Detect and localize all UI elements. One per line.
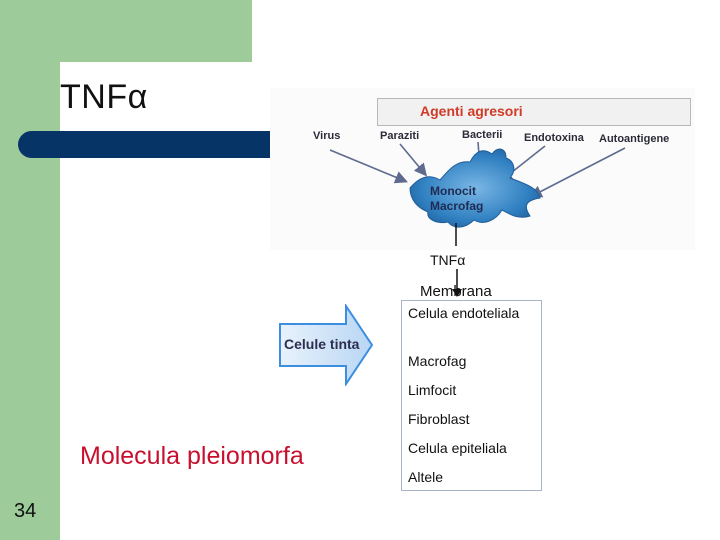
aggressor-virus: Virus: [313, 130, 341, 142]
membrane-label: Membrana: [420, 283, 492, 300]
arrow-paraziti: [399, 143, 428, 177]
cell-label-monocit: Monocit: [430, 184, 476, 198]
aggressors-title-box: [377, 98, 691, 126]
target-cell-item: Celula endoteliala: [408, 305, 520, 321]
aggressors-title: Agenti agresori: [420, 103, 523, 119]
monocyte-diagram: [329, 141, 626, 246]
target-cells-arrow-icon: [279, 304, 374, 386]
aggressor-autoantigene: Autoantigene: [599, 133, 670, 145]
cell-label-macrofag: Macrofag: [430, 199, 484, 213]
target-cell-item: Fibroblast: [408, 411, 470, 427]
arrow-virus: [329, 149, 408, 184]
slide-title: TNFα: [60, 78, 148, 116]
navy-title-bar: [18, 131, 278, 158]
target-cell-item: Limfocit: [408, 382, 457, 398]
target-cell-item: Celula epiteliala: [408, 440, 507, 456]
aggressor-endotoxina: Endotoxina: [524, 132, 584, 144]
green-header-block: [0, 0, 252, 62]
slide-number: 34: [14, 500, 37, 522]
arrow-autoantigene: [529, 147, 626, 198]
target-cells-list-box: [401, 300, 542, 491]
target-cell-item: Macrofag: [408, 353, 467, 369]
aggressor-bacterii: Bacterii: [462, 129, 503, 141]
target-cell-item: Altele: [408, 469, 444, 485]
monocyte-cell-shape: [409, 148, 541, 228]
target-cells-label: Celule tinta: [284, 336, 360, 352]
pleiomorph-molecule-label: Molecula pleiomorfa: [80, 442, 304, 470]
aggressor-paraziti: Paraziti: [380, 130, 420, 142]
tnf-alpha-label: TNFα: [430, 252, 466, 268]
tnf-connector: [452, 269, 462, 297]
